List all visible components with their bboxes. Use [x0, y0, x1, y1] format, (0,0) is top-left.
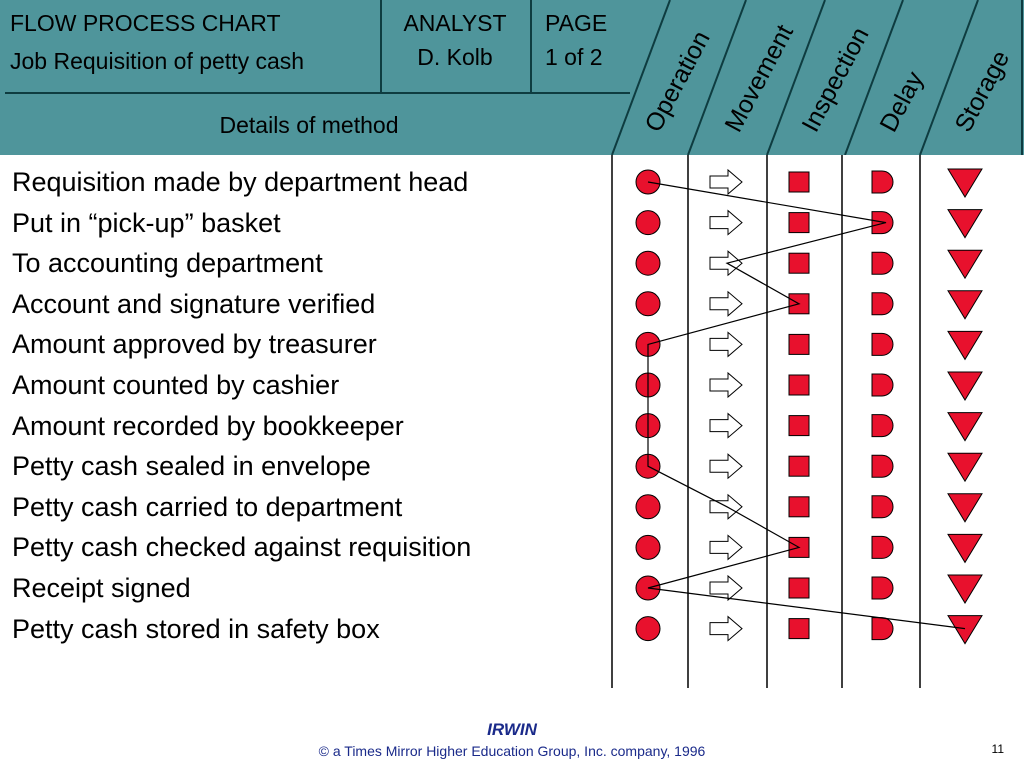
step-label: Receipt signed: [12, 573, 191, 603]
chart-header: FLOW PROCESS CHART Job Requisition of pe…: [0, 0, 1024, 155]
delay-d-icon: [871, 495, 894, 519]
column-dividers: [611, 0, 1023, 155]
operation-circle-icon: [635, 494, 661, 520]
delay-d-icon: [871, 332, 894, 356]
movement-arrow-icon: [709, 168, 743, 196]
inspection-square-icon: [788, 577, 810, 599]
step-symbol-row: [635, 249, 983, 280]
step-label: Petty cash sealed in envelope: [12, 451, 371, 482]
storage-triangle-icon: [947, 452, 983, 483]
step-label: Amount counted by cashier: [12, 370, 340, 400]
movement-arrow-icon: [709, 574, 743, 602]
step-symbol-row: [635, 493, 983, 523]
operation-circle-icon: [635, 291, 661, 317]
movement-arrow-icon: [709, 412, 743, 439]
storage-triangle-icon: [947, 574, 983, 604]
step-symbol-row: [635, 533, 983, 564]
delay-d-icon: [871, 535, 894, 559]
movement-arrow-icon: [709, 615, 743, 642]
inspection-square-icon: [788, 333, 810, 355]
step-label: Petty cash carried to department: [12, 491, 403, 522]
delay-d-icon: [871, 251, 894, 275]
analyst-label: ANALYST: [403, 10, 507, 36]
movement-arrow-icon: [709, 534, 743, 561]
movement-arrow-icon: [709, 371, 743, 399]
inspection-square-icon: [788, 455, 810, 477]
flow-path-line: [647, 181, 966, 630]
step-label: Requisition made by department head: [12, 167, 469, 197]
flow-symbols: [611, 155, 983, 688]
inspection-square-icon: [788, 374, 810, 396]
step-symbol-row: [635, 412, 983, 442]
step-symbol-row: [635, 330, 983, 361]
step-label: Petty cash checked against requisition: [12, 532, 472, 563]
delay-d-icon: [871, 292, 894, 316]
delay-d-icon: [871, 617, 894, 641]
step-symbol-row: [635, 209, 983, 239]
header-divider: [530, 0, 532, 93]
delay-d-icon: [871, 576, 894, 600]
delay-d-icon: [871, 170, 894, 194]
inspection-square-icon: [788, 212, 810, 234]
step-symbol-row: [635, 615, 983, 645]
chart-title: FLOW PROCESS CHART: [10, 10, 281, 36]
job-description: Job Requisition of petty cash: [10, 48, 305, 74]
delay-d-icon: [871, 373, 894, 397]
header-divider: [5, 92, 630, 94]
analyst-name: D. Kolb: [417, 44, 493, 70]
step-label: Amount recorded by bookkeeper: [12, 410, 404, 441]
details-of-method-label: Details of method: [219, 112, 399, 138]
storage-triangle-icon: [947, 493, 983, 523]
step-symbol-row: [635, 290, 983, 320]
step-label: Account and signature verified: [12, 288, 376, 319]
movement-arrow-icon: [709, 209, 743, 236]
step-label: Put in “pick-up” basket: [12, 207, 281, 238]
movement-arrow-icon: [709, 290, 743, 317]
storage-triangle-icon: [947, 168, 983, 198]
movement-arrow-icon: [709, 331, 743, 358]
delay-d-icon: [871, 414, 894, 438]
storage-triangle-icon: [947, 209, 983, 239]
delay-d-icon: [871, 454, 894, 478]
step-label: To accounting department: [12, 248, 323, 279]
inspection-square-icon: [788, 496, 810, 518]
movement-arrow-icon: [709, 453, 743, 480]
publisher-brand: IRWIN: [487, 720, 537, 739]
operation-circle-icon: [635, 210, 661, 236]
step-label: Petty cash stored in safety box: [12, 613, 380, 644]
page-label: PAGE: [545, 10, 608, 36]
operation-circle-icon: [635, 250, 661, 276]
slide-number: 11: [991, 742, 1004, 756]
storage-triangle-icon: [947, 533, 983, 564]
storage-triangle-icon: [947, 290, 983, 320]
header-divider: [380, 0, 382, 93]
copyright-text: © a Times Mirror Higher Education Group,…: [318, 743, 706, 759]
storage-triangle-icon: [947, 615, 983, 645]
operation-circle-icon: [635, 616, 661, 642]
storage-triangle-icon: [947, 249, 983, 280]
storage-triangle-icon: [947, 330, 983, 361]
storage-triangle-icon: [947, 371, 983, 401]
operation-circle-icon: [635, 534, 661, 560]
step-label: Amount approved by treasurer: [12, 329, 377, 360]
page-value: 1 of 2: [545, 44, 603, 70]
step-symbol-row: [635, 371, 983, 401]
inspection-square-icon: [788, 252, 810, 274]
storage-triangle-icon: [947, 412, 983, 442]
inspection-square-icon: [788, 415, 810, 437]
inspection-square-icon: [788, 618, 810, 640]
inspection-square-icon: [788, 171, 810, 193]
